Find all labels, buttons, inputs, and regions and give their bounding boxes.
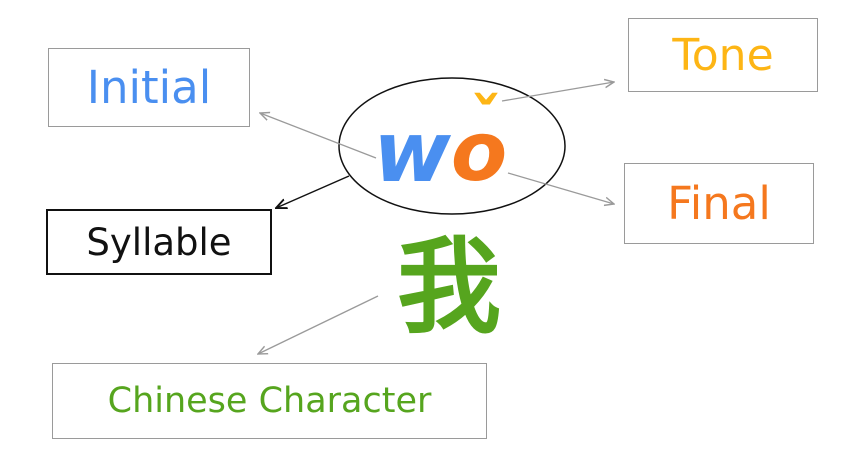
chinese-character-box: Chinese Character [52, 363, 487, 439]
tone-mark-icon: ˇ [470, 86, 502, 160]
chinese-character-glyph: 我 [396, 226, 501, 348]
chinese-character-label: Chinese Character [107, 381, 432, 421]
arrow-to-initial [260, 113, 377, 159]
arrow-to-tone [501, 82, 614, 102]
syllable-box: Syllable [46, 209, 272, 275]
initial-letter-w: w [373, 103, 451, 201]
syllable-ellipse [338, 77, 566, 215]
final-box: Final [624, 163, 814, 244]
final-letter-o: o [451, 105, 507, 200]
initial-label: Initial [86, 61, 212, 114]
final-label: Final [667, 177, 771, 230]
tone-box: Tone [628, 18, 818, 92]
arrow-to-syllable [276, 175, 350, 208]
arrow-to-chinese-character [258, 295, 379, 354]
tone-label: Tone [672, 29, 774, 81]
initial-box: Initial [48, 48, 250, 127]
syllable-label: Syllable [86, 220, 232, 264]
arrow-to-final [507, 172, 614, 204]
